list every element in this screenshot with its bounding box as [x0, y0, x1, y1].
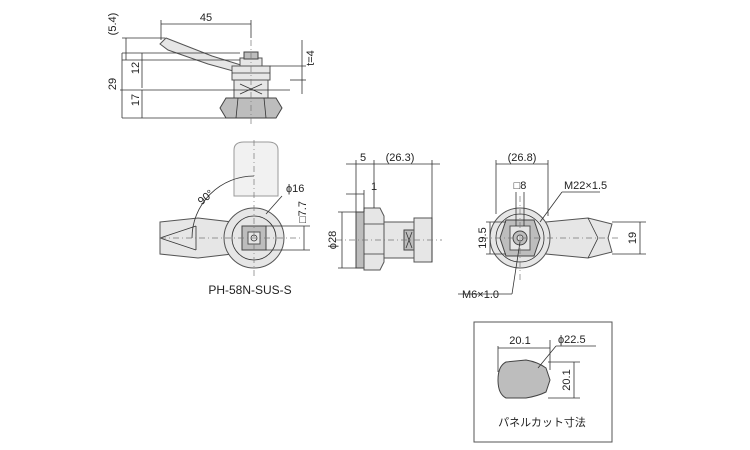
dim-26-8: (26.8) [508, 152, 537, 164]
panel-cutout: 20.1 ϕ22.5 20.1 パネルカット寸法 [473, 321, 613, 443]
side-view: 5 (26.3) 1 ϕ28 [327, 152, 442, 271]
cut-dim-20-1-side: 20.1 [561, 369, 573, 390]
dim-sq8: □8 [514, 180, 527, 192]
dim-45: 45 [200, 12, 212, 24]
cut-dim-phi22-5: ϕ22.5 [558, 334, 586, 346]
dim-m6: M6×1.0 [462, 289, 499, 301]
dim-phi16: ϕ16 [286, 183, 304, 195]
cut-dim-20-1-top: 20.1 [509, 335, 530, 347]
dim-t4: t=4 [305, 50, 317, 66]
front-view: 90° ϕ16 □7.7 PH-58N-SUS-S [159, 140, 310, 297]
dim-sq7-7: □7.7 [297, 201, 309, 223]
dim-29: 29 [107, 78, 119, 90]
dim-19-5: 19.5 [477, 227, 489, 248]
dim-5-4: (5.4) [107, 13, 119, 36]
dim-1: 1 [371, 181, 377, 193]
dim-17: 17 [130, 94, 142, 106]
model-label: PH-58N-SUS-S [208, 283, 291, 297]
dim-12: 12 [130, 62, 142, 74]
dim-19: 19 [627, 232, 639, 244]
top-view: 45 (5.4) 12 17 29 t=4 [107, 12, 317, 124]
panel-cutout-label: パネルカット寸法 [498, 415, 586, 429]
back-view: (26.8) □8 M22×1.5 19.5 19 M6×1.0 [458, 152, 646, 301]
dim-26-3: (26.3) [386, 152, 415, 164]
dim-5: 5 [360, 152, 366, 164]
dim-m22: M22×1.5 [564, 180, 607, 192]
dim-phi28: ϕ28 [327, 231, 339, 249]
